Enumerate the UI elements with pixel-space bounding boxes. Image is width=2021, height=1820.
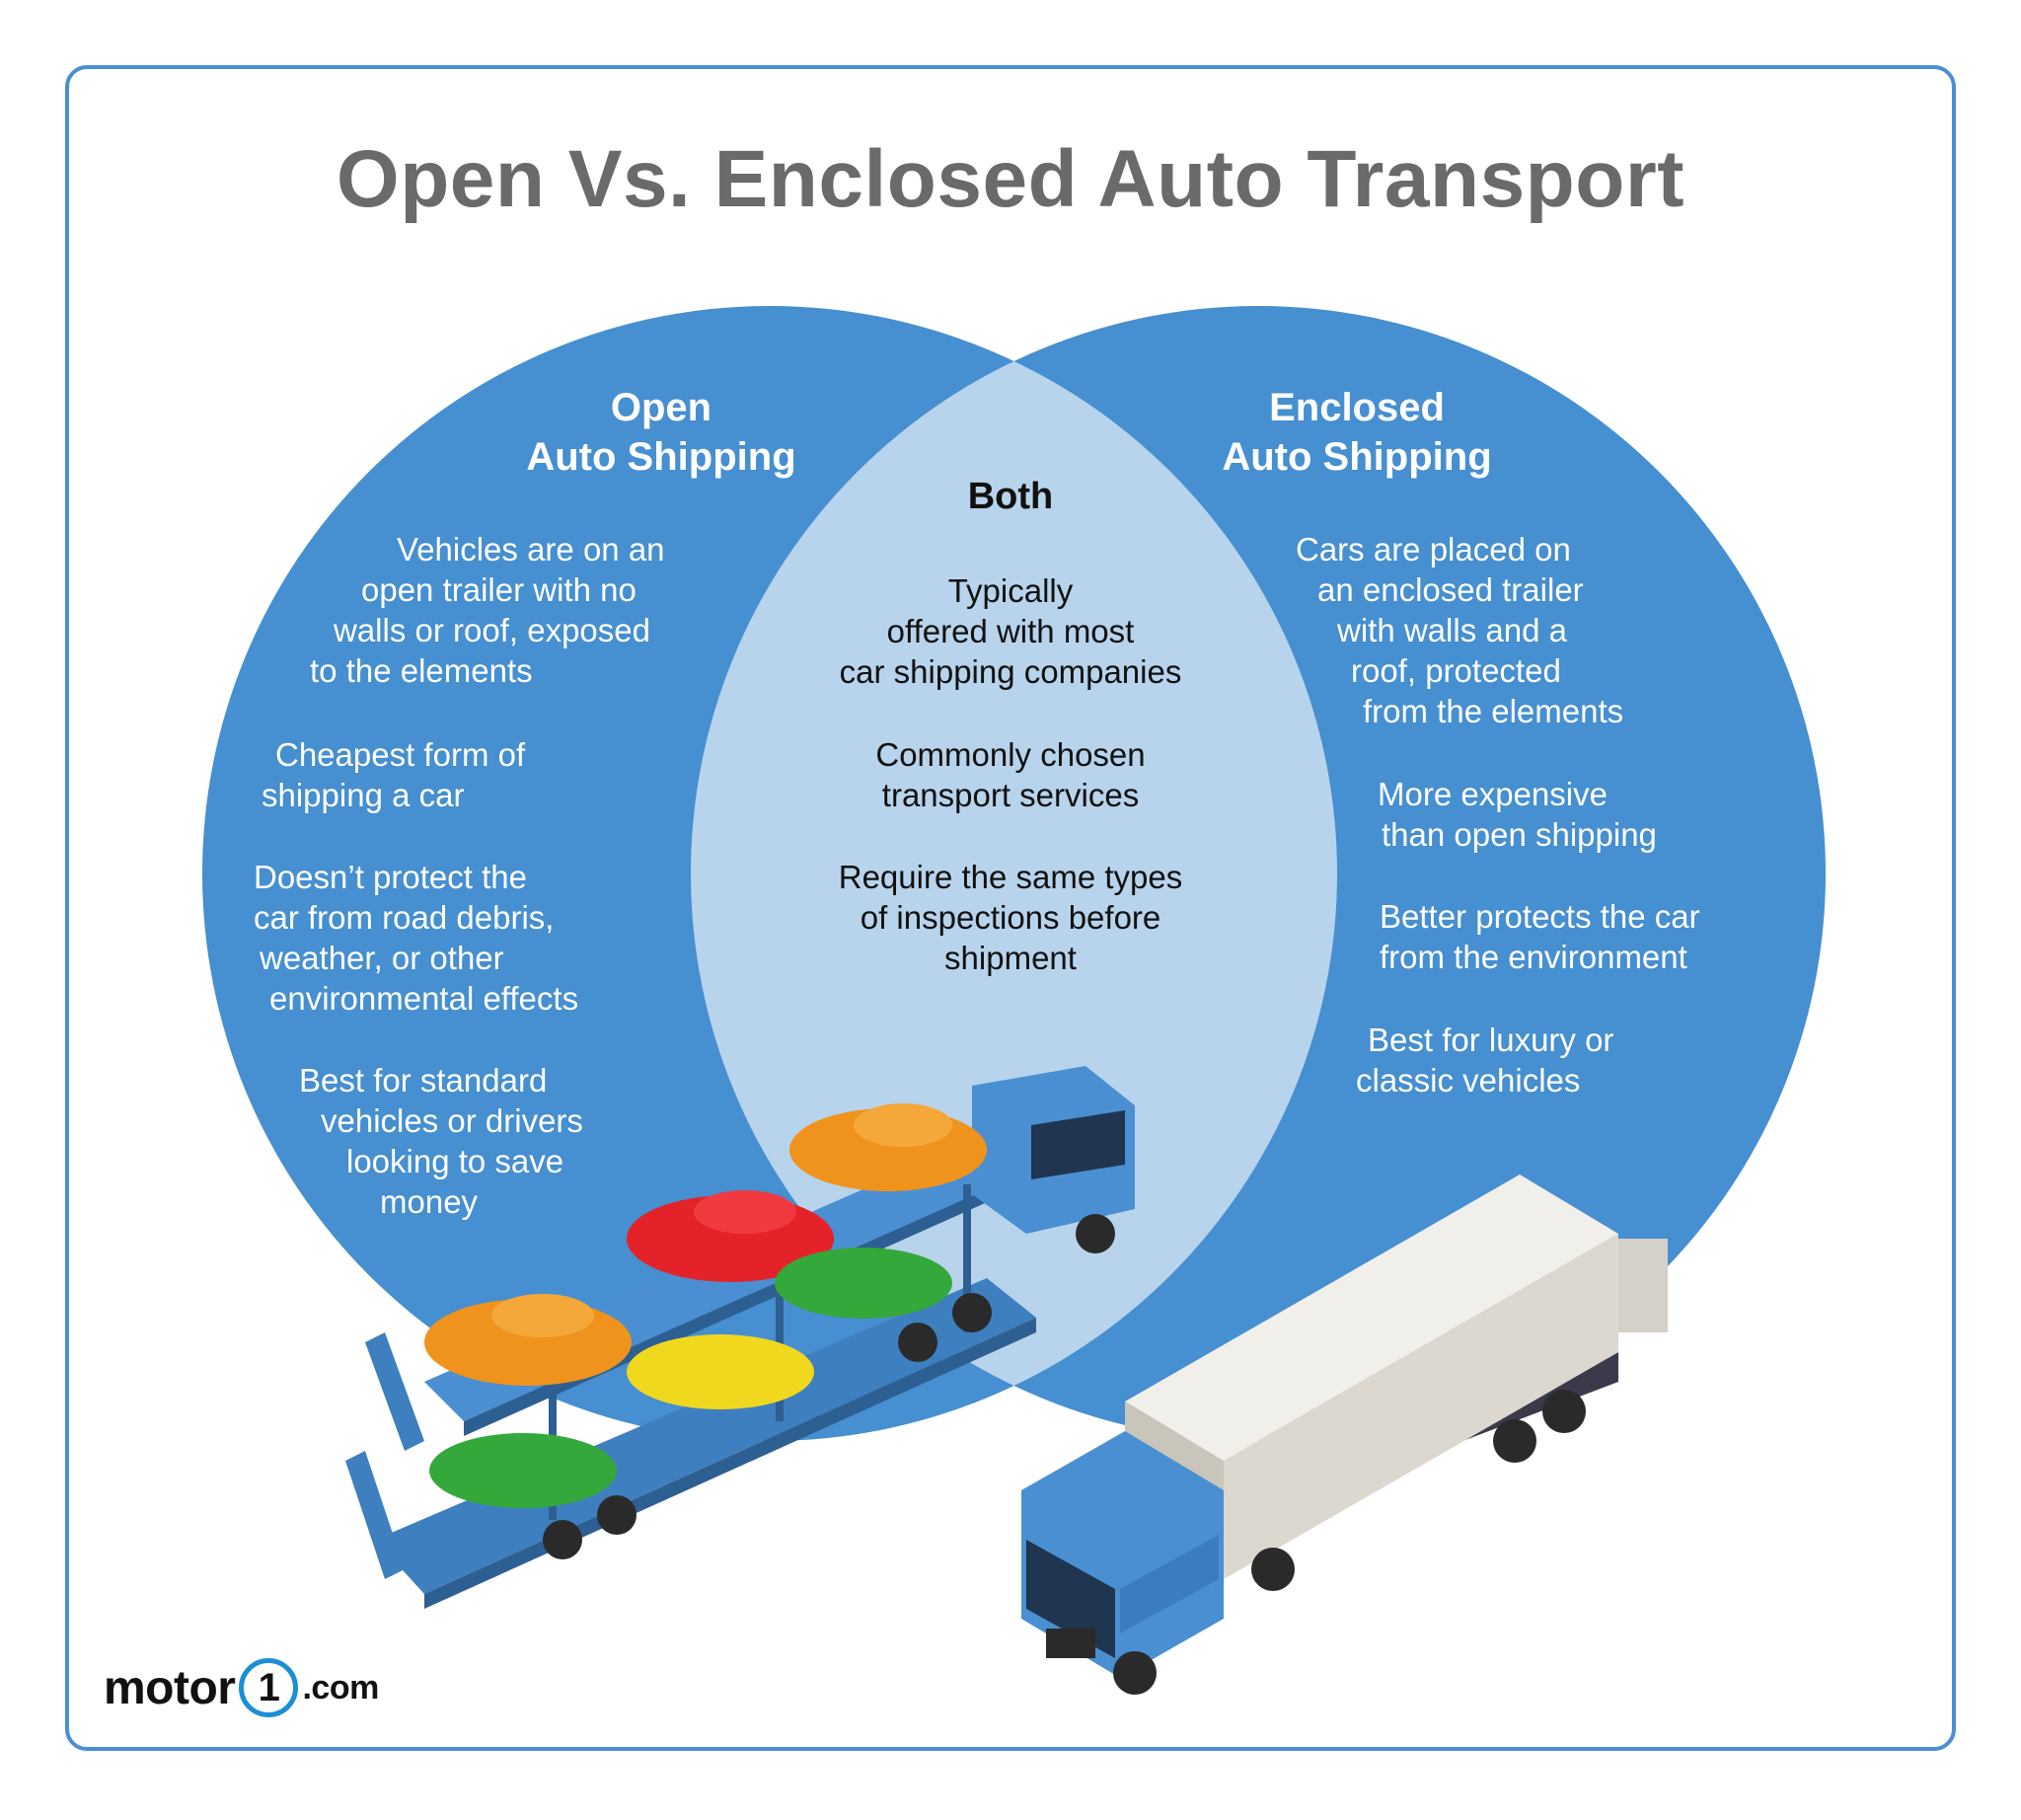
- text-line: of inspections before: [860, 899, 1161, 936]
- both-point-2: Commonly chosen transport services: [774, 734, 1247, 815]
- enclosed-point-2: More expensive than open shipping: [1378, 774, 1733, 855]
- open-point-1: Vehicles are on an open trailer with no …: [306, 529, 740, 691]
- text-line: car shipping companies: [839, 653, 1182, 690]
- text-line: roof, protected: [1351, 652, 1561, 689]
- text-line: weather, or other: [260, 940, 504, 976]
- both-heading: Both: [967, 476, 1054, 517]
- text-line: Typically: [947, 572, 1074, 609]
- text-line: shipment: [944, 940, 1077, 976]
- text-line: money: [380, 1183, 479, 1220]
- text-line: transport services: [881, 777, 1140, 813]
- text-line: than open shipping: [1382, 816, 1657, 853]
- both-point-1: Typically offered with most car shipping…: [774, 570, 1247, 692]
- logo-text: motor: [104, 1661, 236, 1714]
- motor1-logo: motor 1 .com: [104, 1658, 379, 1717]
- both-point-3: Require the same types of inspections be…: [774, 857, 1247, 978]
- green-car-rear: [775, 1248, 952, 1319]
- text-line: to the elements: [310, 652, 533, 689]
- text-line: Best for standard: [299, 1062, 548, 1099]
- yellow-car: [627, 1334, 814, 1409]
- text-line: Commonly chosen: [875, 736, 1146, 773]
- text-line: Require the same types: [838, 859, 1183, 895]
- page-title: Open Vs. Enclosed Auto Transport: [336, 134, 1685, 224]
- text-line: Better protects the car: [1380, 898, 1700, 935]
- green-car-front: [429, 1433, 617, 1508]
- enclosed-heading-line2: Auto Shipping: [1222, 435, 1492, 479]
- open-heading-line2: Auto Shipping: [526, 435, 796, 479]
- car-carrier-truck-icon: [345, 1066, 1135, 1609]
- text-line: Vehicles are on an: [397, 531, 665, 568]
- text-line: More expensive: [1378, 776, 1608, 812]
- text-line: an enclosed trailer: [1317, 571, 1584, 608]
- text-line: Cheapest form of: [275, 736, 526, 773]
- enclosed-point-1: Cars are placed on an enclosed trailer w…: [1296, 529, 1710, 731]
- text-line: car from road debris,: [254, 899, 555, 936]
- text-line: Doesn’t protect the: [254, 859, 527, 895]
- text-line: Cars are placed on: [1296, 531, 1571, 568]
- open-point-4: Best for standard vehicles or drivers lo…: [299, 1060, 654, 1222]
- red-car: [627, 1190, 834, 1282]
- open-point-3: Doesn’t protect the car from road debris…: [254, 857, 668, 1019]
- logo-dotcom: .com: [302, 1668, 379, 1706]
- text-line: open trailer with no: [361, 571, 636, 608]
- text-line: classic vehicles: [1356, 1062, 1581, 1099]
- open-heading-line1: Open: [610, 386, 712, 429]
- orange-car-top: [789, 1103, 987, 1191]
- enclosed-point-3: Better protects the car from the environ…: [1380, 896, 1774, 977]
- text-line: from the environment: [1380, 939, 1687, 975]
- logo-circle-one: 1: [239, 1658, 299, 1717]
- text-line: environmental effects: [269, 980, 579, 1017]
- text-line: Best for luxury or: [1368, 1022, 1614, 1058]
- open-heading: Open Auto Shipping: [493, 383, 829, 482]
- text-line: from the elements: [1363, 693, 1624, 729]
- text-line: offered with most: [886, 613, 1135, 649]
- orange-car-front: [424, 1294, 632, 1386]
- text-line: vehicles or drivers: [321, 1102, 583, 1139]
- text-line: looking to save: [346, 1143, 564, 1179]
- enclosed-heading: Enclosed Auto Shipping: [1184, 383, 1530, 482]
- enclosed-heading-line1: Enclosed: [1269, 386, 1445, 429]
- text-line: with walls and a: [1337, 612, 1567, 648]
- enclosed-box-truck-icon: [1021, 1175, 1668, 1695]
- enclosed-point-4: Best for luxury or classic vehicles: [1356, 1020, 1711, 1100]
- infographic-frame: [65, 65, 1956, 1751]
- open-point-2: Cheapest form of shipping a car: [262, 734, 656, 815]
- text-line: shipping a car: [262, 777, 465, 813]
- text-line: walls or roof, exposed: [334, 612, 650, 648]
